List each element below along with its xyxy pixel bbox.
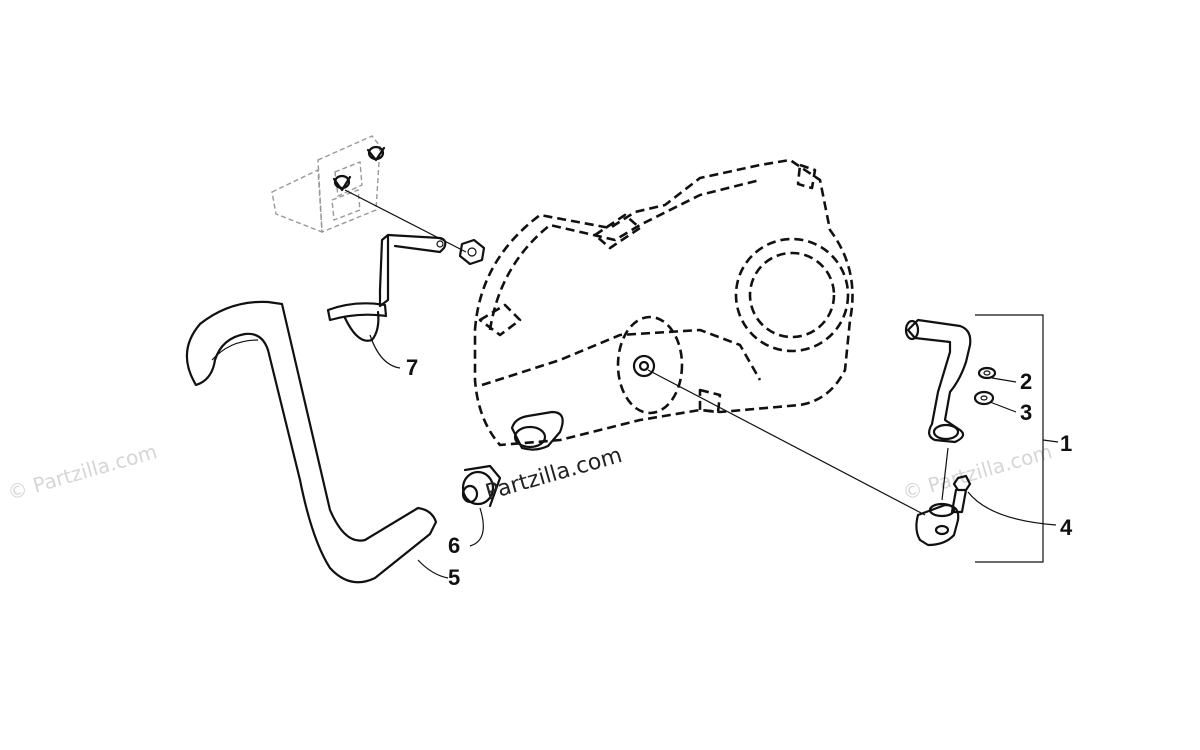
callout-2: 2 (1020, 369, 1032, 394)
assembly-bracket (975, 314, 1044, 563)
inlet-fitting (915, 502, 960, 547)
callout-3: 3 (1020, 400, 1032, 425)
plate-studs (332, 145, 386, 192)
mounting-plate (271, 135, 381, 234)
callout-7: 7 (406, 355, 418, 380)
callout-1: 1 (1060, 431, 1072, 456)
clutch-cover (473, 158, 854, 447)
callout-4: 4 (1060, 515, 1073, 540)
washer (973, 390, 995, 406)
coolant-hose (185, 300, 438, 584)
o-ring (977, 366, 997, 380)
callout-6: 6 (448, 533, 460, 558)
watermark-right: © Partzilla.com (900, 439, 1055, 505)
hex-nut (458, 238, 486, 266)
cover-outlet (510, 410, 564, 451)
watermark-main: Partzilla.com (483, 443, 625, 506)
watermark-left: © Partzilla.com (5, 439, 160, 505)
elbow-pipe (904, 318, 972, 444)
hose-clamp (461, 464, 502, 508)
callout-5: 5 (448, 565, 460, 590)
hose-bracket (326, 233, 447, 342)
